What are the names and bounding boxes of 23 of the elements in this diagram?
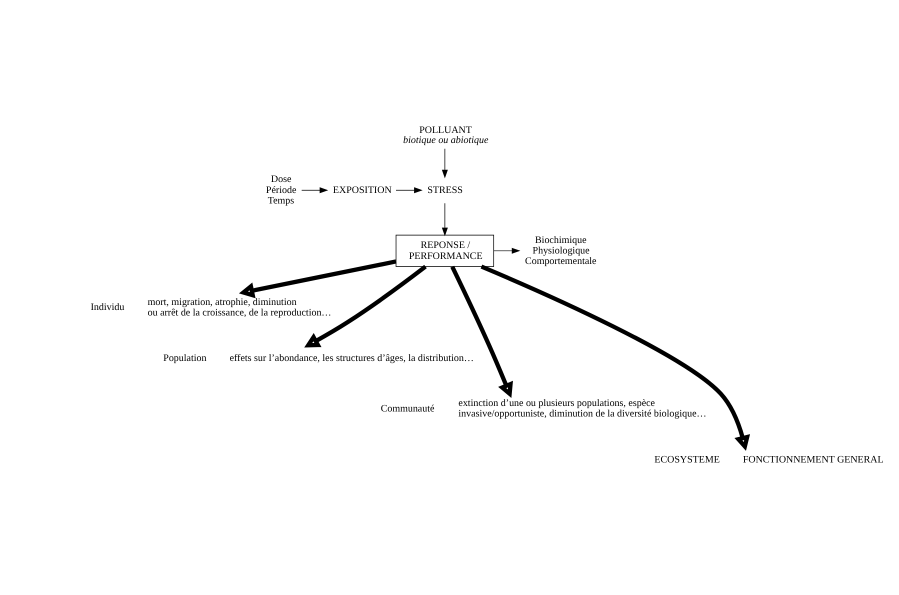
node-box: REPONSE / PERFORMANCE [396, 234, 494, 267]
arrow [442, 148, 448, 178]
arrow [238, 259, 396, 298]
arrow [301, 187, 328, 194]
node-text: STRESS [427, 184, 463, 196]
node-label: ECOSYSTEME [654, 454, 720, 466]
node-text: FONCTIONNEMENT GENERAL [742, 454, 884, 466]
arrow [493, 248, 520, 254]
arrow [480, 264, 750, 451]
node-text: Biochimique Physiologique Comportementale [525, 234, 596, 268]
arrow [396, 187, 423, 194]
node-text: POLLUANT biotique ou abiotique [403, 124, 488, 146]
node-label: Individu [90, 302, 124, 314]
node-text: effets sur l’abondance, les structures d’âges, la distribution… [230, 353, 474, 364]
arrow [304, 264, 427, 348]
node-text: EXPOSITION [332, 184, 392, 196]
node-text: Dose Période Temps [266, 174, 296, 207]
arrow [450, 266, 513, 398]
node-label: Population [163, 353, 206, 364]
node-label: Communauté [380, 403, 434, 414]
arrow [442, 202, 448, 236]
node-text: extinction d’une ou plusieurs populations, espèce invasive/opportuniste, diminution de la diversité biologique… [458, 398, 706, 420]
node-text: mort, migration, atrophie, diminution ou arrêt de la croissance, de la reproduction… [148, 296, 332, 318]
